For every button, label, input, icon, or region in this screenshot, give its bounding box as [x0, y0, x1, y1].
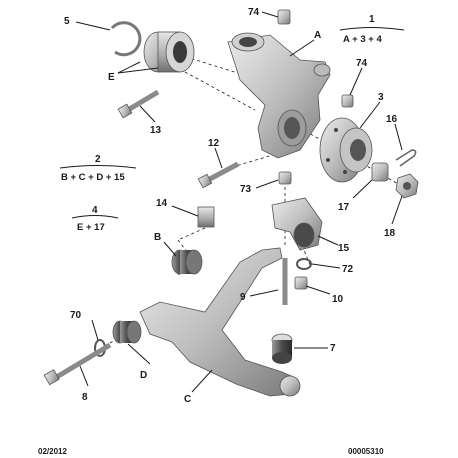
- nut-part-10: [294, 276, 308, 290]
- steering-knuckle-part-A: [227, 32, 331, 159]
- circlip-part-5: [110, 21, 142, 57]
- callout-14: 14: [156, 198, 168, 209]
- group-2-number: 2: [95, 154, 101, 165]
- callout-E-top: E: [108, 72, 115, 83]
- arm-ball-joint: [279, 375, 301, 397]
- front-bush-part-B: [171, 249, 203, 275]
- bolt-part-13: [117, 89, 160, 119]
- bush-bracket-part-15: [271, 197, 323, 251]
- leader-lines: [75, 11, 403, 393]
- bolt-part-12: [197, 161, 240, 189]
- group-brackets: [59, 27, 405, 219]
- bush-part-7: [271, 333, 293, 364]
- callout-9: 9: [240, 292, 246, 303]
- callout-16: 16: [386, 114, 398, 125]
- nut-part-73: [278, 171, 292, 185]
- callout-74-top: 74: [248, 7, 260, 18]
- bolt-part-8: [43, 342, 112, 386]
- callout-D: D: [140, 370, 147, 381]
- lower-arm-part-C: [139, 247, 297, 397]
- group-2-formula: B + C + D + 15: [61, 172, 125, 183]
- callout-70: 70: [70, 310, 82, 321]
- hub-nut-part-18: [395, 173, 419, 199]
- group-legend-2: 2 B + C + D + 15: [61, 154, 125, 183]
- wheel-hub-part-3: [319, 117, 373, 183]
- group-legend-4: 4 E + 17: [77, 205, 105, 233]
- callout-labels: 5 E 74 A 74 3 13 12 16 17 18 73 14 B 15 …: [64, 7, 398, 405]
- callout-3: 3: [378, 92, 384, 103]
- group-4-formula: E + 17: [77, 222, 105, 233]
- split-pin-part-16: [395, 149, 417, 167]
- callout-15: 15: [338, 243, 350, 254]
- callout-12: 12: [208, 138, 220, 149]
- washer-part-72: [296, 258, 312, 270]
- group-1-number: 1: [369, 14, 375, 25]
- callout-17: 17: [338, 202, 350, 213]
- nut-part-17: [371, 162, 389, 182]
- nut-part-74-top: [277, 9, 291, 25]
- wheel-bearing-part-E: [143, 31, 195, 73]
- clip-part-14: [197, 206, 215, 228]
- callout-73: 73: [240, 184, 252, 195]
- callout-8: 8: [82, 392, 88, 403]
- callout-C: C: [184, 394, 191, 405]
- group-4-number: 4: [92, 205, 98, 216]
- group-1-formula: A + 3 + 4: [343, 34, 382, 45]
- group-legend-1: 1 A + 3 + 4: [343, 14, 382, 45]
- nut-part-74-right: [341, 94, 354, 108]
- callout-18: 18: [384, 228, 396, 239]
- callout-72: 72: [342, 264, 354, 275]
- assembly-axis-lines: [109, 54, 401, 344]
- footer-date: 02/2012: [38, 447, 67, 456]
- callout-5: 5: [64, 16, 70, 27]
- callout-7: 7: [330, 343, 336, 354]
- callout-B: B: [154, 232, 161, 243]
- callout-10: 10: [332, 294, 344, 305]
- callout-A: A: [314, 30, 321, 41]
- bush-part-D: [112, 320, 142, 344]
- callout-74-right: 74: [356, 58, 368, 69]
- footer-reference: 00005310: [348, 447, 384, 456]
- callout-13: 13: [150, 125, 162, 136]
